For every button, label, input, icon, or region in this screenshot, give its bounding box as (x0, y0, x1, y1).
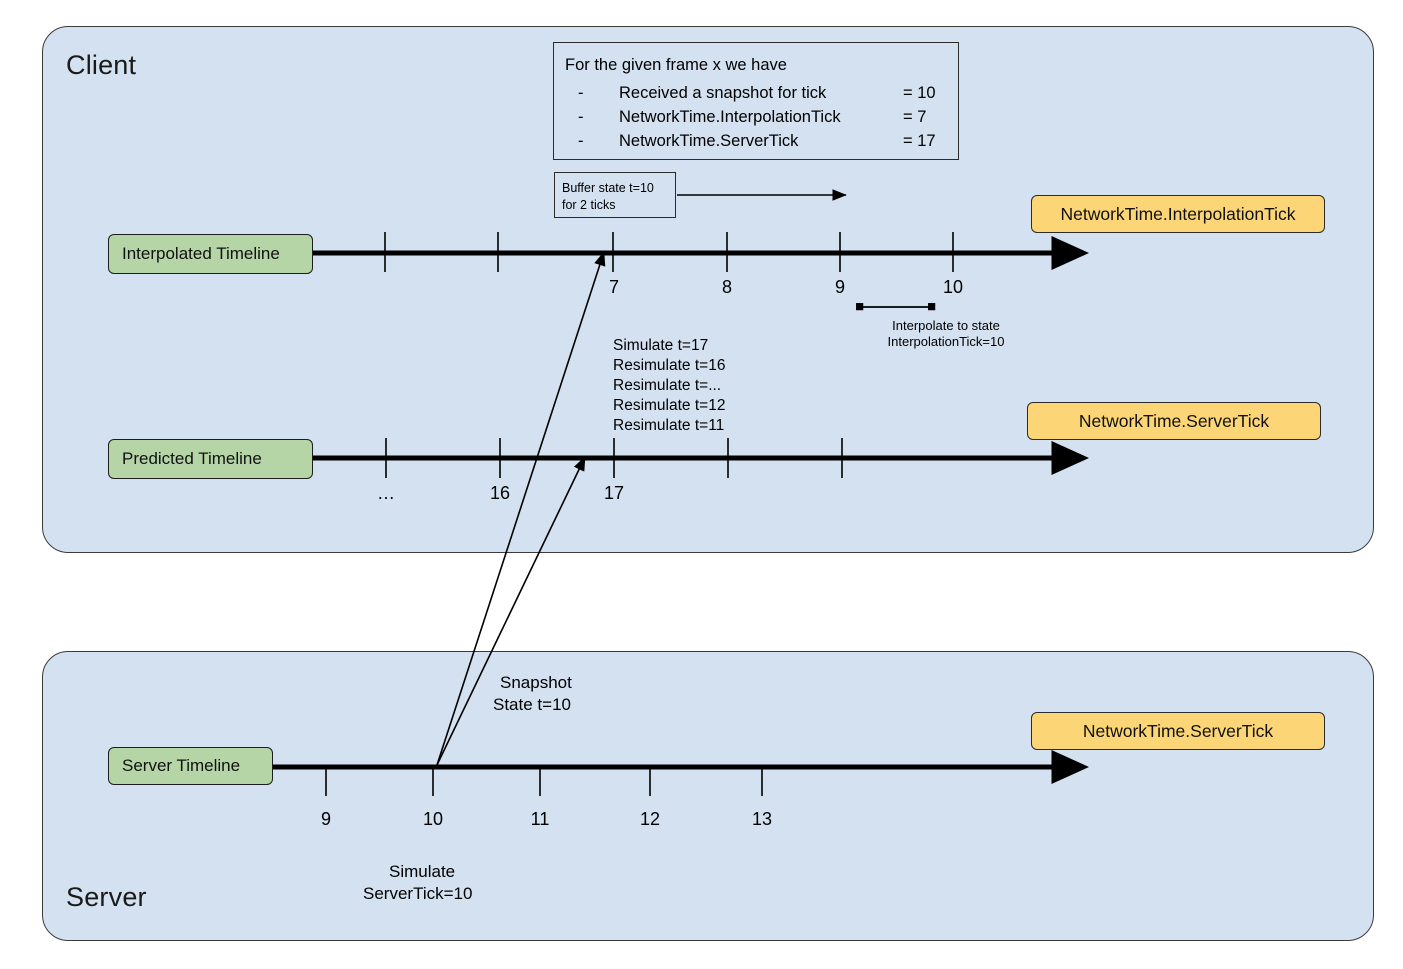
interpolation-tick-badge: NetworkTime.InterpolationTick (1031, 195, 1325, 233)
tick-label-pred-17: 17 (603, 483, 625, 503)
tick-label-server-10: 10 (422, 809, 444, 829)
interpolate-note-line-1: Interpolate to state (892, 318, 1000, 333)
buffer-state-box: Buffer state t=10 for 2 ticks (554, 172, 676, 218)
tick-label-interp-8: 8 (721, 277, 733, 297)
server-tick-badge-predicted: NetworkTime.ServerTick (1027, 402, 1321, 440)
server-panel (42, 651, 1374, 941)
server-tick-badge-server: NetworkTime.ServerTick (1031, 712, 1325, 750)
simulate-servertick-line-2: ServerTick=10 (363, 884, 473, 903)
simulate-line-1: Resimulate t=16 (613, 357, 726, 374)
snapshot-note-line-1: Snapshot (500, 673, 572, 692)
client-panel-title: Client (66, 50, 137, 80)
frame-info-box: For the given frame x we have - Received… (553, 42, 959, 160)
bullet-dash: - (578, 108, 584, 126)
server-timeline-label: Server Timeline (108, 747, 273, 785)
frame-info-row-label: NetworkTime.ServerTick (619, 132, 799, 150)
frame-info-row: - NetworkTime.ServerTick = 17 (565, 133, 949, 152)
frame-info-row-value: = 17 (903, 132, 936, 150)
frame-info-row-label: Received a snapshot for tick (619, 84, 827, 102)
simulate-line-3: Resimulate t=12 (613, 397, 726, 414)
tick-label-server-11: 11 (530, 809, 550, 829)
buffer-state-line-2: for 2 ticks (562, 198, 616, 212)
frame-info-row: - NetworkTime.InterpolationTick = 7 (565, 109, 949, 128)
tick-label-interp-9: 9 (834, 277, 846, 297)
tick-label-pred-ellipsis: … (377, 483, 395, 503)
frame-info-row: - Received a snapshot for tick = 10 (565, 85, 949, 104)
interpolate-note-line-2: InterpolationTick=10 (887, 334, 1005, 349)
buffer-state-line-1: Buffer state t=10 (562, 181, 654, 195)
snapshot-note-line-2: State t=10 (493, 695, 571, 714)
frame-info-row-label: NetworkTime.InterpolationTick (619, 108, 841, 126)
frame-info-heading: For the given frame x we have (565, 56, 787, 74)
tick-label-interp-10: 10 (942, 277, 964, 297)
tick-label-server-13: 13 (751, 809, 773, 829)
tick-label-pred-16: 16 (489, 483, 511, 503)
predicted-timeline-label: Predicted Timeline (108, 439, 313, 479)
simulate-line-0: Simulate t=17 (613, 337, 709, 354)
simulate-servertick-line-1: Simulate (389, 862, 456, 881)
interpolated-timeline-label: Interpolated Timeline (108, 234, 313, 274)
frame-info-row-value: = 10 (903, 84, 936, 102)
tick-label-interp-7: 7 (608, 277, 620, 297)
tick-label-server-12: 12 (639, 809, 661, 829)
frame-info-row-value: = 7 (903, 108, 927, 126)
server-panel-title: Server (66, 882, 147, 912)
tick-label-server-9: 9 (320, 809, 332, 829)
simulate-line-4: Resimulate t=11 (613, 417, 725, 434)
simulate-line-2: Resimulate t=... (613, 377, 722, 394)
bullet-dash: - (578, 132, 584, 150)
bullet-dash: - (578, 84, 584, 102)
